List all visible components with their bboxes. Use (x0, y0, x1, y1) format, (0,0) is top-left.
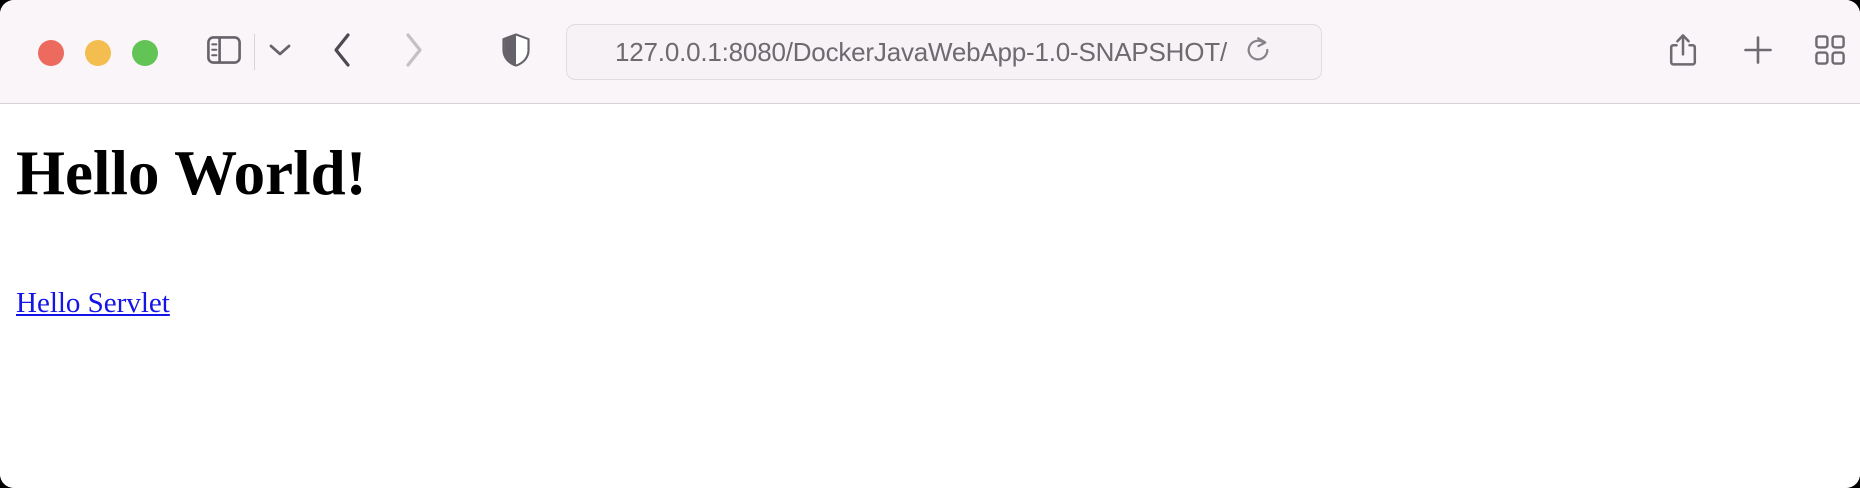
plus-icon (1742, 34, 1774, 71)
maximize-window-button[interactable] (132, 40, 158, 66)
reload-button[interactable] (1243, 36, 1273, 69)
address-bar[interactable]: 127.0.0.1:8080/DockerJavaWebApp-1.0-SNAP… (566, 24, 1322, 80)
hello-servlet-link[interactable]: Hello Servlet (16, 287, 170, 319)
browser-toolbar: 127.0.0.1:8080/DockerJavaWebApp-1.0-SNAP… (0, 0, 1860, 104)
tab-overview-icon (1815, 34, 1845, 70)
chevron-right-icon (403, 32, 425, 73)
forward-button[interactable] (390, 26, 438, 78)
new-tab-button[interactable] (1734, 26, 1782, 78)
back-button[interactable] (318, 26, 366, 78)
minimize-window-button[interactable] (85, 40, 111, 66)
sidebar-options-button[interactable] (262, 26, 298, 78)
chevron-down-icon (268, 42, 292, 63)
page-content: Hello World! Hello Servlet (0, 104, 1860, 488)
share-icon (1669, 33, 1697, 72)
share-button[interactable] (1659, 26, 1707, 78)
window-controls (38, 40, 158, 66)
sidebar-toggle-button[interactable] (200, 26, 248, 78)
reload-icon (1244, 36, 1272, 69)
chevron-left-icon (331, 32, 353, 73)
toolbar-divider (254, 34, 255, 70)
close-window-button[interactable] (38, 40, 64, 66)
tab-overview-button[interactable] (1806, 26, 1854, 78)
privacy-report-button[interactable] (492, 26, 540, 78)
sidebar-icon (207, 35, 241, 69)
url-text[interactable]: 127.0.0.1:8080/DockerJavaWebApp-1.0-SNAP… (615, 36, 1227, 67)
page-title: Hello World! (16, 138, 367, 208)
shield-icon (501, 32, 531, 72)
